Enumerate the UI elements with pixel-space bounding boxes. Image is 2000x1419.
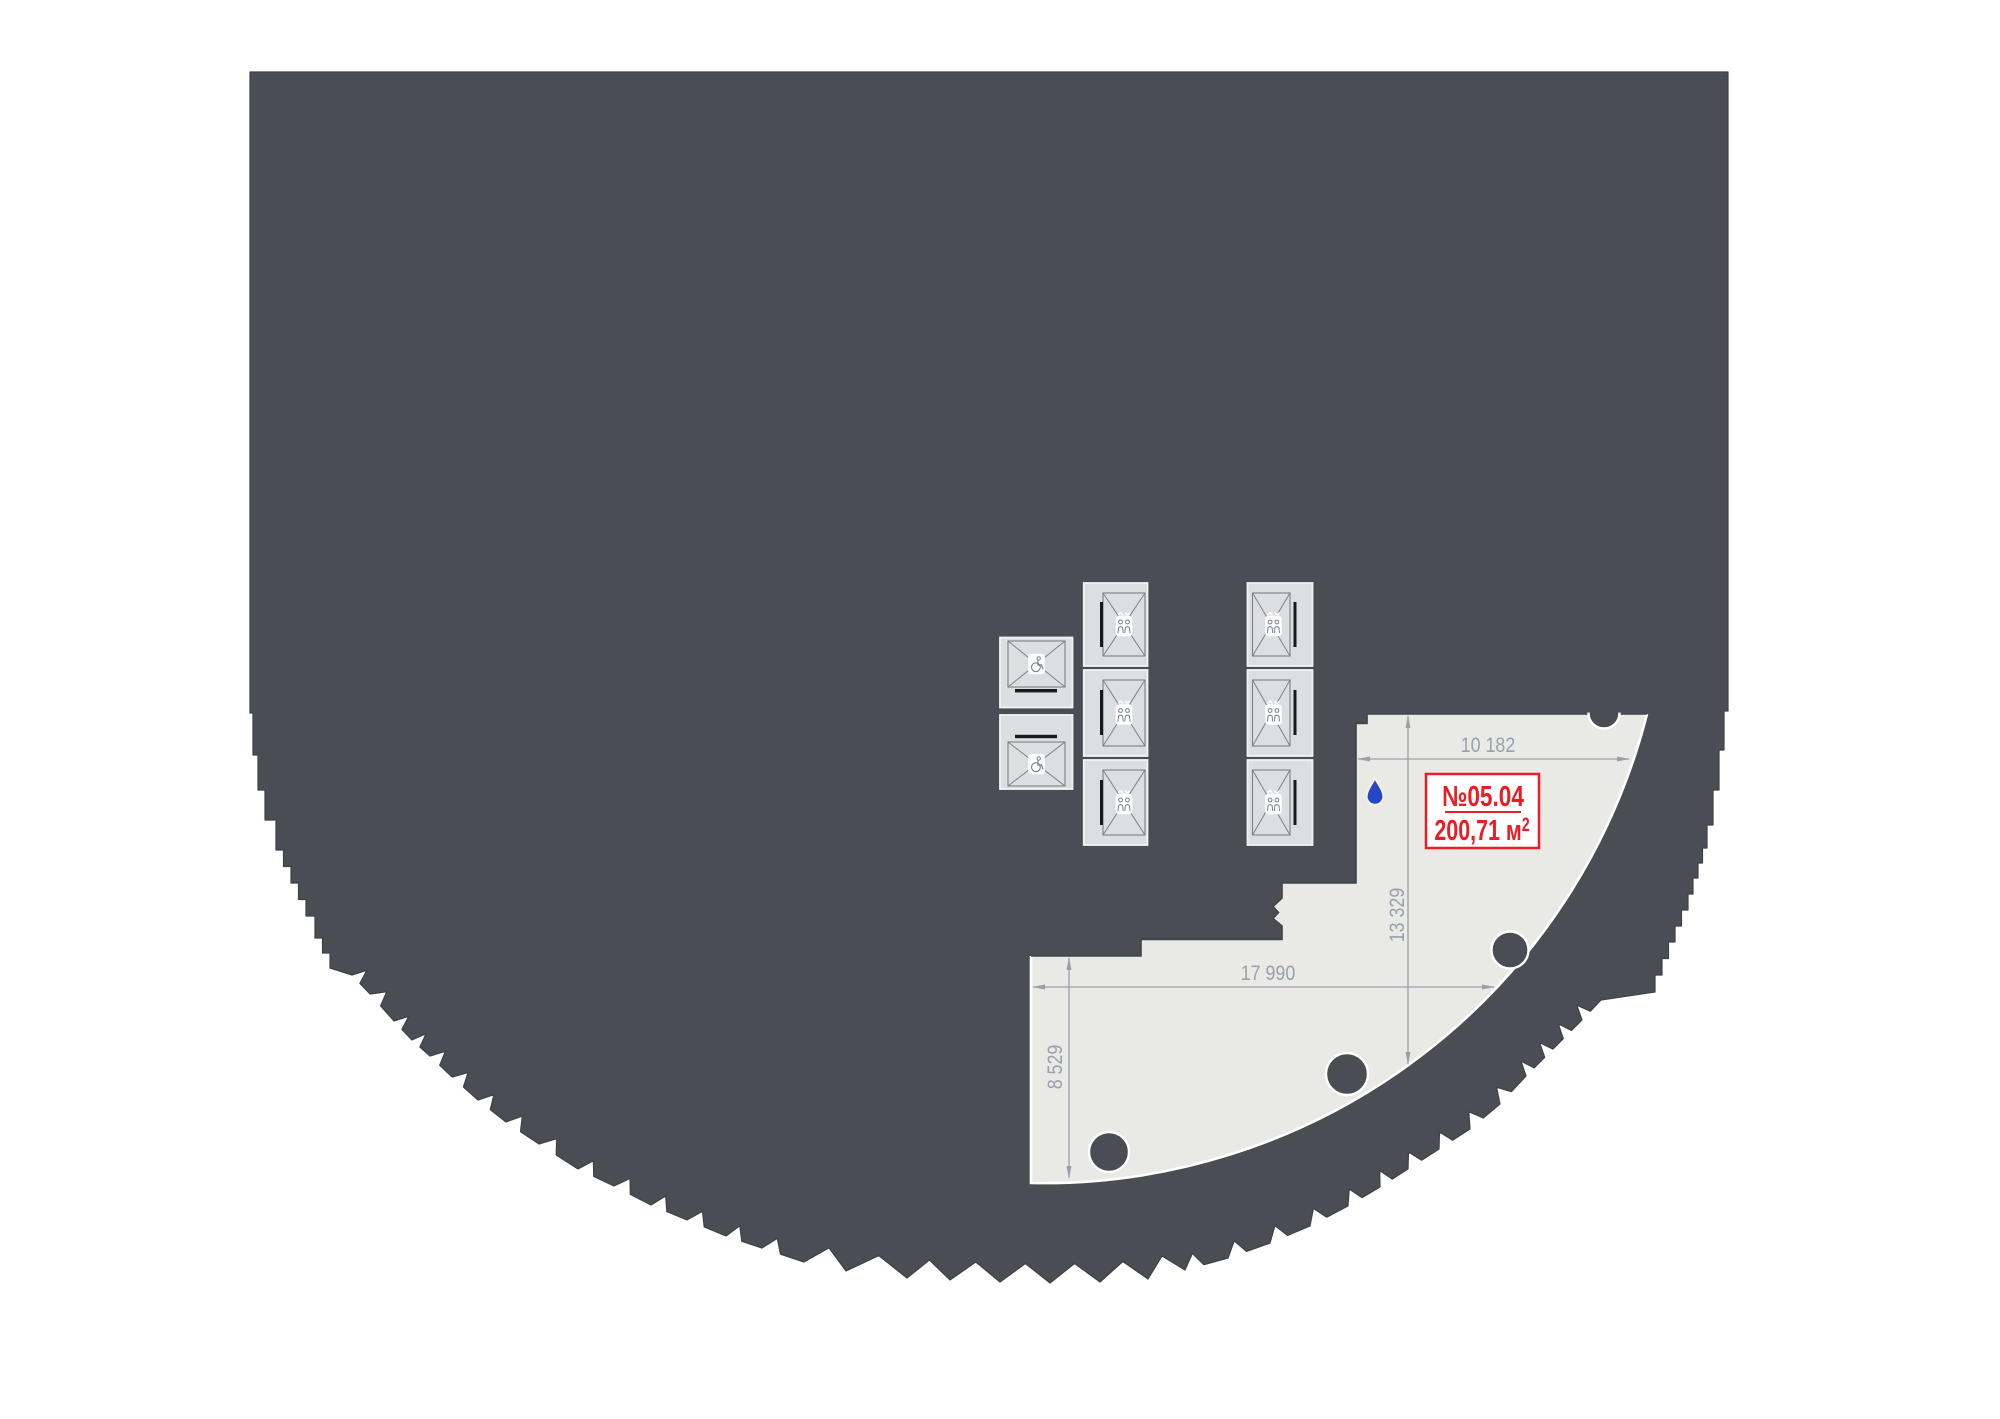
svg-text:№05.04: №05.04 [1442, 779, 1524, 812]
svg-text:13 329: 13 329 [1386, 888, 1410, 943]
svg-text:200,71 м2: 200,71 м2 [1434, 814, 1529, 847]
svg-text:17 990: 17 990 [1241, 962, 1296, 986]
svg-text:8 529: 8 529 [1044, 1045, 1068, 1090]
svg-text:10 182: 10 182 [1461, 734, 1516, 758]
